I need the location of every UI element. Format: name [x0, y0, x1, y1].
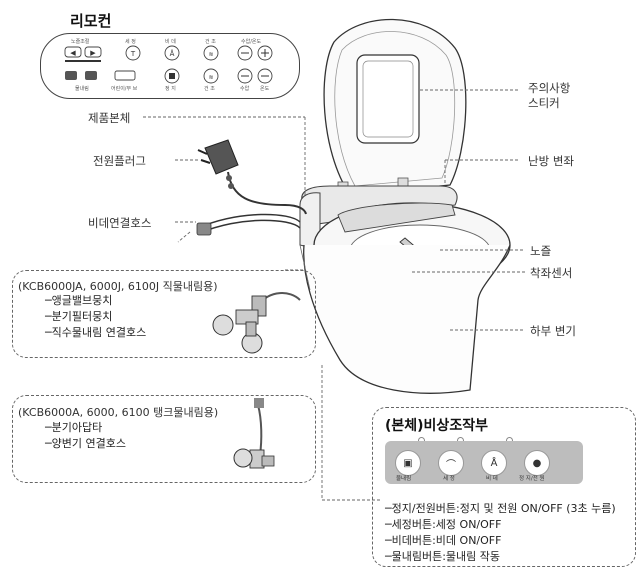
label-seat-sensor: 착좌센서 — [530, 266, 573, 280]
remote-label-dry-bottom: 건 조 — [204, 86, 215, 92]
emergency-button-descriptions: ─정지/전원버튼:정지 및 전원 ON/OFF (3초 누름) ─세정버튼:세정… — [385, 501, 616, 565]
remote-label-dry: 건 조 — [205, 39, 216, 45]
list-item: ─비데버튼:비데 ON/OFF — [385, 534, 502, 547]
remote-label-pressure-temp: 수압/온도 — [241, 39, 262, 45]
remote-label-flush: 물내림 — [75, 86, 89, 92]
bidet-button-label: 비 데 — [486, 476, 498, 482]
label-caution-sticker-2: 스티커 — [528, 96, 560, 110]
remote-title: 리모컨 — [70, 12, 112, 30]
bidet-icon[interactable] — [125, 45, 141, 61]
bidet-hose-graphic — [196, 213, 301, 236]
remote-label-nozzle: 노즐조절 — [71, 39, 90, 45]
emergency-panel-box — [372, 407, 636, 567]
remote-label-stop: 정 지 — [165, 86, 176, 92]
flush-icon: ▣ — [403, 457, 413, 469]
direct-flush-heading: (KCB6000JA, 6000J, 6100J 직물내림용) — [18, 280, 218, 293]
list-item: ─분기아답타 — [45, 421, 103, 434]
cleanse-button-label: 세 정 — [443, 476, 455, 482]
branch-adapter-graphic — [233, 398, 275, 469]
tank-flush-heading: (KCB6000A, 6000, 6100 탱크물내림용) — [18, 406, 219, 419]
label-main-body: 제품본체 — [88, 111, 131, 125]
list-item: ─직수물내림 연결호스 — [45, 326, 147, 339]
label-power-plug: 전원플러그 — [93, 154, 146, 168]
dryer-icon[interactable] — [203, 45, 219, 61]
label-caution-sticker-1: 주의사항 — [528, 81, 571, 95]
stop-power-button[interactable]: ● — [524, 450, 550, 476]
child-mode-icon[interactable] — [114, 70, 136, 81]
svg-text:≋: ≋ — [208, 51, 213, 58]
remote-control: 노즐조절 세 정 비 데 건 조 수압/온도 ◀ ▶ T Å ≋ ≋ — [40, 33, 300, 99]
label-nozzle: 노즐 — [530, 244, 552, 258]
remote-label-cleanse: 세 정 — [125, 39, 136, 45]
list-item: ─양변기 연결호스 — [45, 437, 126, 450]
emergency-panel-title: (본체)비상조작부 — [385, 418, 488, 434]
cleanse-button[interactable]: ⌒ — [438, 450, 464, 476]
remote-label-bidet: 비 데 — [165, 39, 176, 45]
list-item: ─세정버튼:세정 ON/OFF — [385, 518, 502, 531]
cleanse-icon: ⌒ — [446, 459, 456, 471]
list-item: ─분기필터뭉치 — [45, 310, 113, 323]
caution-sticker — [356, 54, 420, 144]
list-item: ─앵글밸브뭉치 — [45, 294, 113, 307]
list-item: ─물내림버튼:물내림 작동 — [385, 550, 501, 563]
power-stop-icon: ● — [532, 457, 542, 469]
list-item: ─정지/전원버튼:정지 및 전원 ON/OFF (3초 누름) — [385, 502, 616, 515]
stop-power-button-label: 정 지/전 원 — [519, 476, 545, 482]
flush-icon[interactable] — [65, 71, 77, 80]
lower-bowl — [303, 244, 511, 394]
direct-flush-parts-box — [12, 270, 316, 358]
tank-flush-parts-box — [12, 395, 316, 483]
label-lower-bowl: 하부 변기 — [530, 324, 576, 338]
flush-button[interactable]: ▣ — [395, 450, 421, 476]
angle-valve-assembly-graphic — [212, 292, 301, 354]
emergency-control-panel: ▣ 물내림 ⌒ 세 정 Å 비 데 ● 정 지/전 원 — [385, 441, 583, 484]
remote-buttons-graphic: ◀ ▶ T Å ≋ ≋ — [64, 45, 273, 84]
remote-label-pressure: 수압 — [240, 86, 250, 92]
svg-text:≋: ≋ — [208, 74, 213, 81]
bidet-icon: Å — [490, 457, 498, 469]
bidet-button[interactable]: Å — [481, 450, 507, 476]
dry-icon[interactable] — [203, 68, 219, 84]
svg-text:T: T — [130, 50, 136, 58]
bidet-female-icon[interactable] — [164, 45, 180, 61]
flush-button-label: 물내림 — [396, 476, 412, 482]
svg-text:◀: ◀ — [70, 49, 76, 57]
remote-label-temp: 온도 — [260, 86, 270, 92]
direct-flush-list: ─앵글밸브뭉치 ─분기필터뭉치 ─직수물내림 연결호스 — [45, 293, 146, 341]
remote-label-child: 어린이/무 브 — [111, 86, 138, 92]
nozzle-arrow-icon[interactable]: ◀ ▶ — [64, 46, 102, 62]
label-bidet-hose: 비데연결호스 — [88, 216, 152, 230]
svg-text:Å: Å — [170, 49, 175, 58]
label-heated-seat: 난방 변좌 — [528, 154, 574, 168]
svg-text:▶: ▶ — [90, 49, 96, 57]
tank-flush-list: ─분기아답타 ─양변기 연결호스 — [45, 420, 126, 452]
power-plug-graphic — [197, 139, 307, 215]
